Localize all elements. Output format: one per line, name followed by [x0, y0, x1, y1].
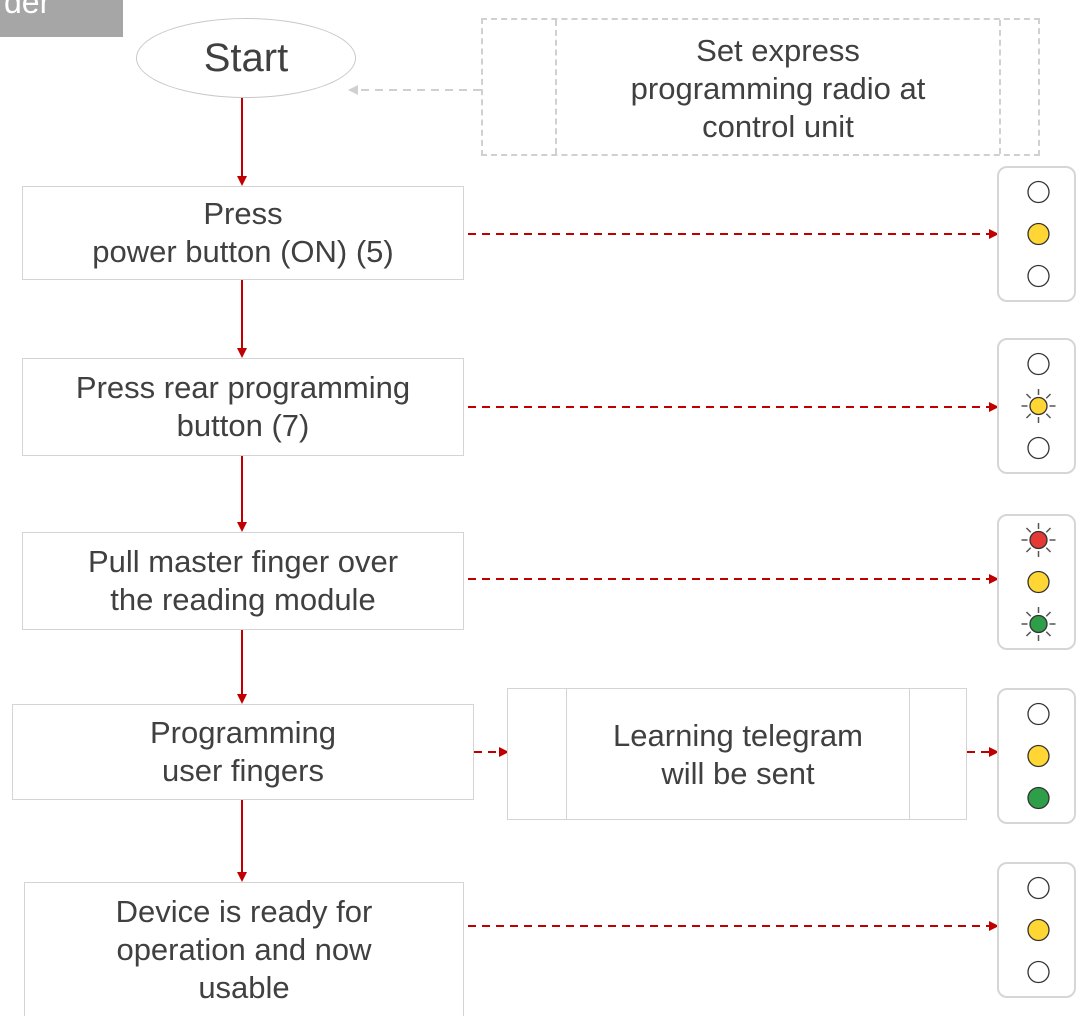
section-tag-text: der	[4, 0, 51, 20]
step5-line-2: operation and now	[116, 931, 372, 967]
express-line-3: control unit	[702, 109, 854, 144]
step4-line-1: Programming	[149, 715, 337, 750]
lamp-middle-flashing	[1021, 389, 1056, 423]
lamp-middle-on	[1027, 744, 1050, 768]
lamp-bottom-flashing	[1021, 607, 1056, 641]
lamp-bottom-off	[1027, 960, 1050, 984]
signal-light-5	[997, 862, 1076, 998]
step5-line-1: Device is ready for	[115, 893, 373, 929]
start-node: Start	[136, 18, 356, 98]
step-press-power: Press power button (ON) (5)	[22, 186, 464, 280]
signal-light-2	[997, 338, 1076, 474]
learning-line-1: Learning telegram	[613, 718, 863, 753]
learning-box-divider-left	[566, 689, 567, 819]
lamp-middle-on	[1027, 222, 1050, 246]
start-label: Start	[203, 35, 289, 80]
lamp-top-off	[1027, 702, 1050, 726]
step3-line-1: Pull master finger over	[87, 544, 399, 579]
lamp-middle-on	[1027, 570, 1050, 594]
step-pull-master-finger: Pull master finger over the reading modu…	[22, 532, 464, 630]
lamp-top-off	[1027, 876, 1050, 900]
lamp-top-flashing	[1021, 523, 1056, 557]
signal-light-3	[997, 514, 1076, 650]
learning-telegram-box: Learning telegram will be sent	[507, 688, 967, 820]
step-device-ready: Device is ready for operation and now us…	[24, 882, 464, 1016]
lamp-top-off	[1027, 180, 1050, 204]
express-line-1: Set express	[696, 33, 860, 68]
lamp-top-off	[1027, 352, 1050, 376]
step3-line-2: the reading module	[110, 582, 376, 617]
lamp-middle-on	[1027, 918, 1050, 942]
step-press-rear-programming: Press rear programming button (7)	[22, 358, 464, 456]
step2-line-2: button (7)	[176, 408, 310, 443]
step5-line-3: usable	[198, 969, 290, 1005]
section-tag: der	[0, 0, 123, 37]
step1-line-1: Press	[203, 196, 283, 231]
step-programming-user-fingers: Programming user fingers	[12, 704, 474, 800]
lamp-bottom-off	[1027, 264, 1050, 288]
step1-line-2: power button (ON) (5)	[92, 234, 394, 269]
step4-line-2: user fingers	[162, 753, 324, 788]
learning-box-divider-right	[909, 689, 910, 819]
learning-line-2: will be sent	[661, 756, 815, 791]
express-line-2: programming radio at	[630, 71, 926, 106]
express-box-divider-left	[555, 20, 557, 154]
step2-line-1: Press rear programming	[75, 370, 411, 405]
lamp-bottom-off	[1027, 436, 1050, 460]
signal-light-1	[997, 166, 1076, 302]
signal-light-4	[997, 688, 1076, 824]
express-radio-box: Set express programming radio at control…	[481, 18, 1040, 156]
express-box-divider-right	[999, 20, 1001, 154]
lamp-bottom-on	[1027, 786, 1050, 810]
